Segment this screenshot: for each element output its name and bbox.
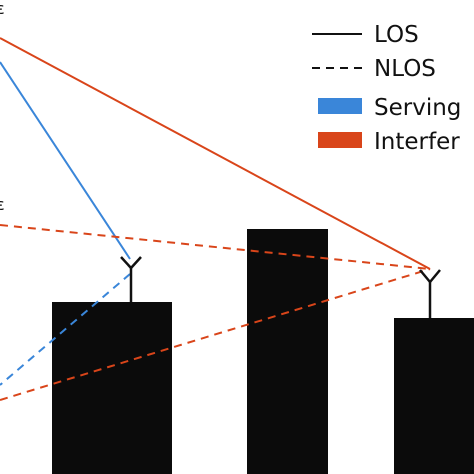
building-middle bbox=[247, 229, 328, 474]
interference-nlos-link-cross bbox=[0, 268, 431, 401]
user-antenna-left-icon bbox=[120, 256, 142, 302]
interference-los-link bbox=[0, 37, 431, 270]
interference-nlos-link-top bbox=[0, 224, 431, 270]
serving-los-link bbox=[0, 61, 131, 260]
legend-serving-label: Serving bbox=[374, 95, 461, 121]
legend-los-label: LOS bbox=[374, 22, 419, 48]
base-station-top-icon: ε bbox=[0, 0, 5, 18]
legend-nlos-label: NLOS bbox=[374, 56, 436, 82]
legend: LOS NLOS Serving Interfer bbox=[312, 22, 461, 155]
base-station-middle-icon: ε bbox=[0, 195, 5, 214]
legend-interference-swatch bbox=[318, 132, 362, 148]
legend-interference-label: Interfer bbox=[374, 129, 460, 155]
serving-nlos-link bbox=[0, 273, 131, 386]
user-antenna-right-icon bbox=[419, 269, 441, 318]
legend-serving-swatch bbox=[318, 98, 362, 114]
building-left bbox=[52, 302, 172, 474]
building-right bbox=[394, 318, 474, 474]
